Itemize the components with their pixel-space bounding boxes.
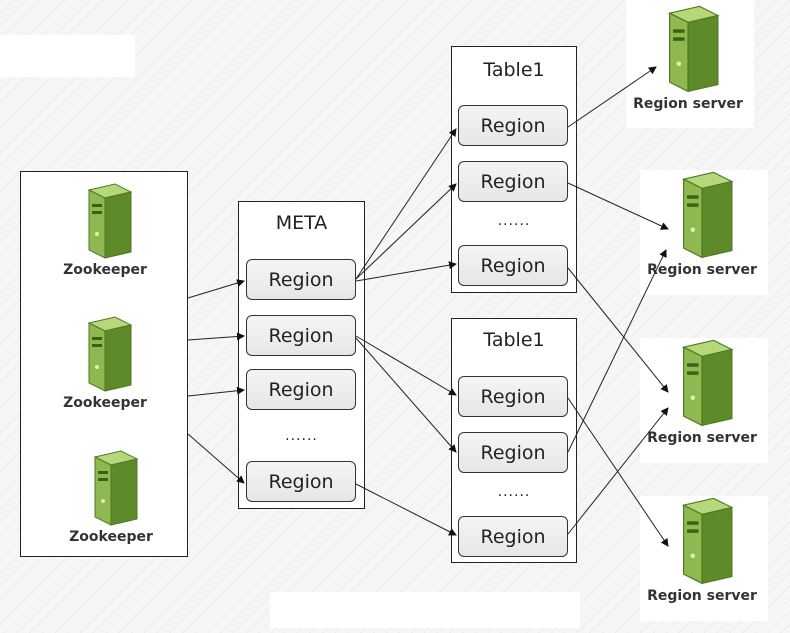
zookeeper-label: Zookeeper [63, 262, 147, 278]
table2-ellipsis: ...... [497, 484, 531, 500]
arrow-meta1-t1r2 [355, 183, 457, 280]
server-icon [87, 316, 133, 392]
arrow-t1r2-rs2 [567, 182, 669, 230]
server-icon [681, 497, 734, 585]
region-server-2: Region server [642, 170, 762, 278]
meta-ellipsis: ...... [285, 428, 318, 444]
arrow-meta4-t2r3 [355, 483, 457, 536]
table2-region-2: Region [458, 432, 568, 473]
meta-title: META [275, 212, 328, 234]
table1-region-1: Region [458, 105, 568, 146]
region-server-3: Region server [642, 338, 762, 446]
meta-region-2: Region [246, 315, 356, 356]
meta-region-1: Region [246, 259, 356, 300]
arrow-t1r3-rs3 [567, 267, 669, 393]
table2-region-3: Region [458, 516, 568, 557]
region-server-label: Region server [647, 430, 757, 446]
table1-region-2: Region [458, 161, 568, 202]
user-table-2-title: Table1 [483, 329, 545, 351]
zookeeper-label: Zookeeper [63, 395, 147, 411]
arrow-zk-meta-2 [187, 332, 245, 341]
arrow-t1r1-rs1 [567, 66, 657, 128]
table1-ellipsis: ...... [497, 213, 531, 229]
zookeeper-node-3: Zookeeper [51, 449, 171, 545]
arrow-zk-meta-1 [187, 279, 245, 299]
server-icon [681, 339, 734, 427]
arrow-meta2-t2r2 [355, 337, 457, 453]
region-server-4: Region server [642, 496, 762, 604]
server-icon [93, 450, 139, 526]
server-icon [87, 183, 133, 259]
meta-region-4: Region [246, 461, 356, 502]
zookeeper-node-1: Zookeeper [45, 182, 165, 278]
zookeeper-cluster: Zookeeper Zookeeper Zookeeper [20, 171, 188, 557]
region-server-label: Region server [647, 588, 757, 604]
zookeeper-label: Zookeeper [69, 529, 153, 545]
arrow-t2r3-rs3 [567, 407, 669, 535]
server-icon [667, 5, 720, 93]
server-icon [681, 171, 734, 259]
arrow-meta1-t1r1 [355, 128, 457, 280]
table1-region-3: Region [458, 245, 568, 286]
arrow-t2r2-rs2 [567, 249, 667, 453]
region-server-label: Region server [647, 262, 757, 278]
region-server-1: Region server [628, 4, 748, 112]
arrow-t2r1-rs4 [567, 397, 669, 547]
user-table-1-title: Table1 [483, 59, 545, 81]
arrow-meta1-t1r3 [355, 261, 457, 282]
region-server-label: Region server [633, 96, 743, 112]
arrow-zk-meta-3 [187, 386, 245, 397]
zookeeper-node-2: Zookeeper [45, 315, 165, 411]
table2-region-1: Region [458, 376, 568, 417]
meta-region-3: Region [246, 369, 356, 410]
arrow-zk-meta-4 [187, 433, 245, 484]
arrow-meta2-t2r1 [355, 335, 457, 396]
